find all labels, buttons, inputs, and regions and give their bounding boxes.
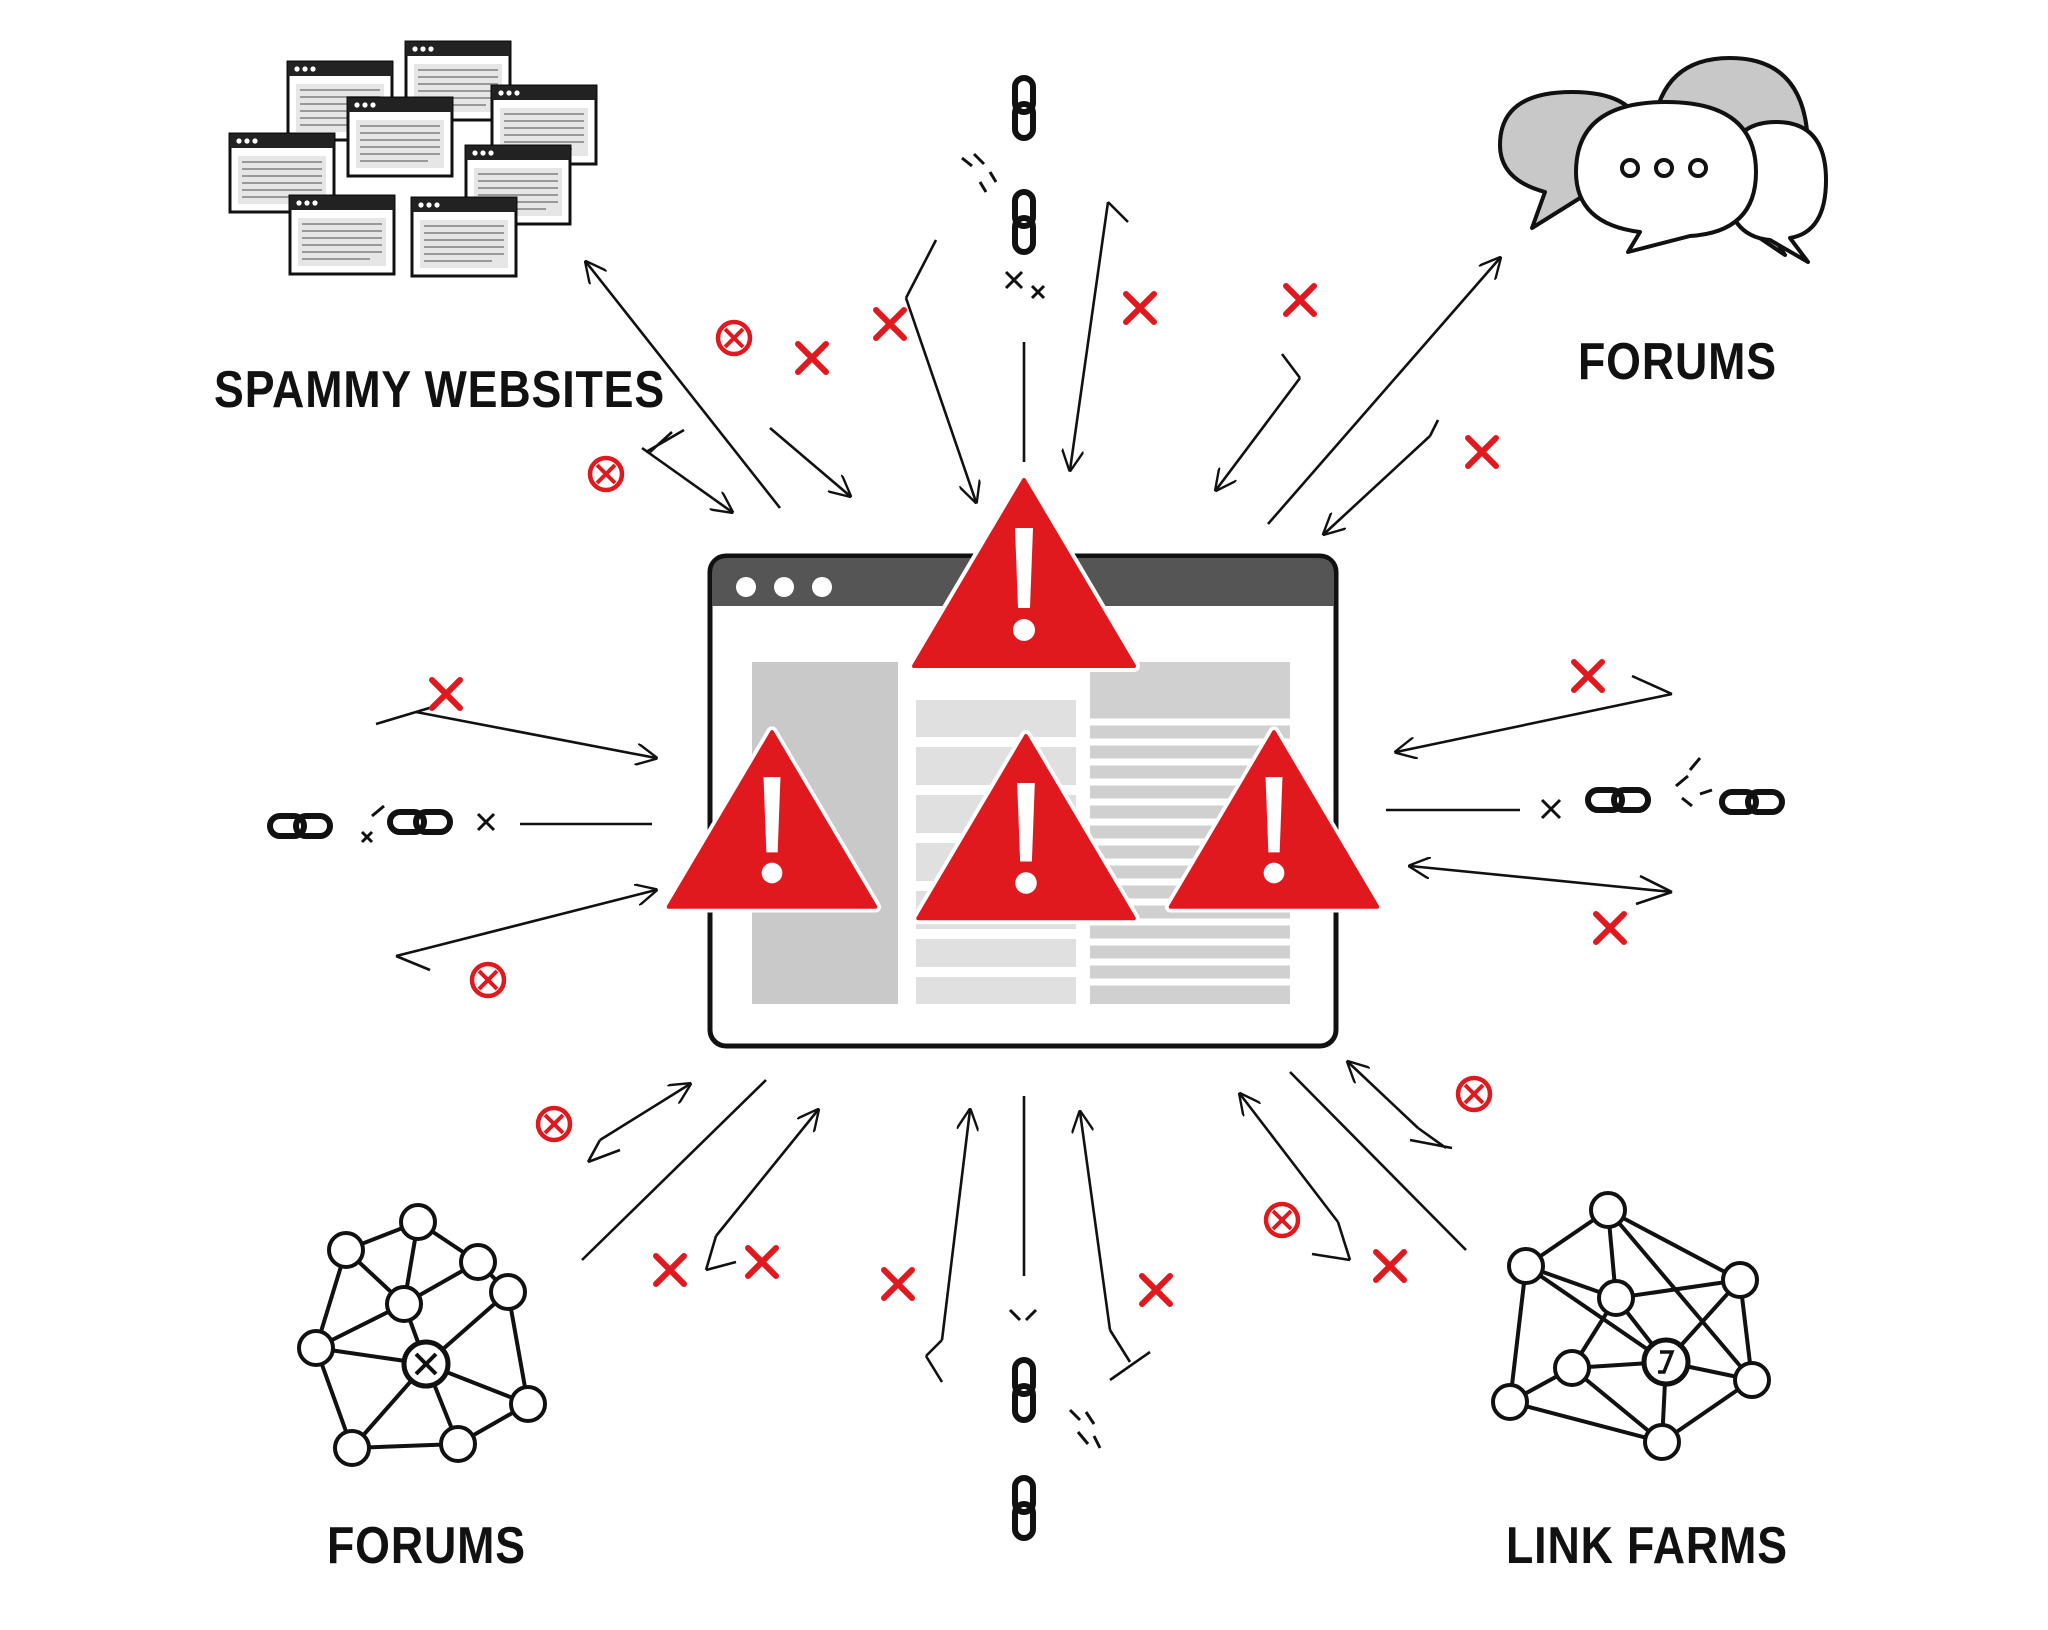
chat-bubbles-icon bbox=[1498, 56, 1828, 264]
network-graph-icon bbox=[297, 1203, 547, 1467]
broken-chain-icon bbox=[1540, 757, 1782, 820]
label-forums-bottom: FORUMS bbox=[327, 1517, 526, 1575]
connection-arrows bbox=[375, 201, 1673, 1383]
window-dot-icon bbox=[774, 577, 794, 597]
window-dot-icon bbox=[736, 577, 756, 597]
label-spammy-websites: SPAMMY WEBSITES bbox=[214, 361, 666, 419]
broken-chain-icon bbox=[1008, 1308, 1102, 1538]
label-forums-top: FORUMS bbox=[1578, 333, 1777, 391]
broken-chain-icon bbox=[961, 78, 1046, 300]
window-dot-icon bbox=[812, 577, 832, 597]
link-farm-network-icon bbox=[1491, 1191, 1771, 1461]
broken-chain-icon bbox=[270, 804, 496, 844]
spammy-websites-icon bbox=[228, 40, 598, 278]
label-link-farms: LINK FARMS bbox=[1506, 1517, 1788, 1575]
